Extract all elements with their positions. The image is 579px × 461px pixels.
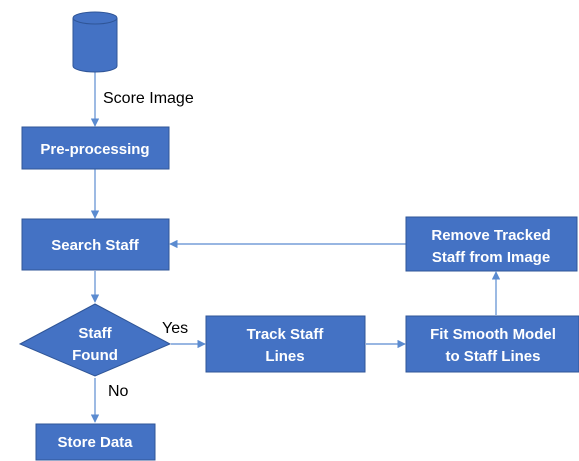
remove-tracked-staff-label-line1: Remove Tracked [431, 227, 550, 244]
staff-found-decision [18, 303, 172, 377]
remove-tracked-staff-box [405, 216, 578, 272]
score-image-database-icon [72, 11, 118, 73]
track-staff-lines-box [205, 315, 366, 373]
fit-smooth-model-label-line2: to Staff Lines [445, 348, 540, 365]
staff-found-label-line1: Staff [78, 325, 112, 342]
staff-found-label-line2: Found [72, 347, 118, 364]
preprocessing-box [21, 126, 170, 170]
track-staff-lines-label-line2: Lines [265, 348, 304, 365]
fit-smooth-model-box [405, 315, 579, 373]
search-staff-label: Search Staff [51, 237, 140, 254]
search-staff-box [21, 218, 170, 271]
store-data-label: Store Data [57, 434, 133, 451]
preprocessing-label: Pre-processing [40, 141, 149, 158]
store-data-box [35, 423, 156, 461]
no-label: No [108, 383, 129, 400]
score-image-label: Score Image [103, 90, 194, 107]
fit-smooth-model-label-line1: Fit Smooth Model [430, 326, 556, 343]
track-staff-lines-label-line1: Track Staff [247, 326, 325, 343]
yes-label: Yes [162, 320, 188, 337]
remove-tracked-staff-label-line2: Staff from Image [432, 249, 550, 266]
